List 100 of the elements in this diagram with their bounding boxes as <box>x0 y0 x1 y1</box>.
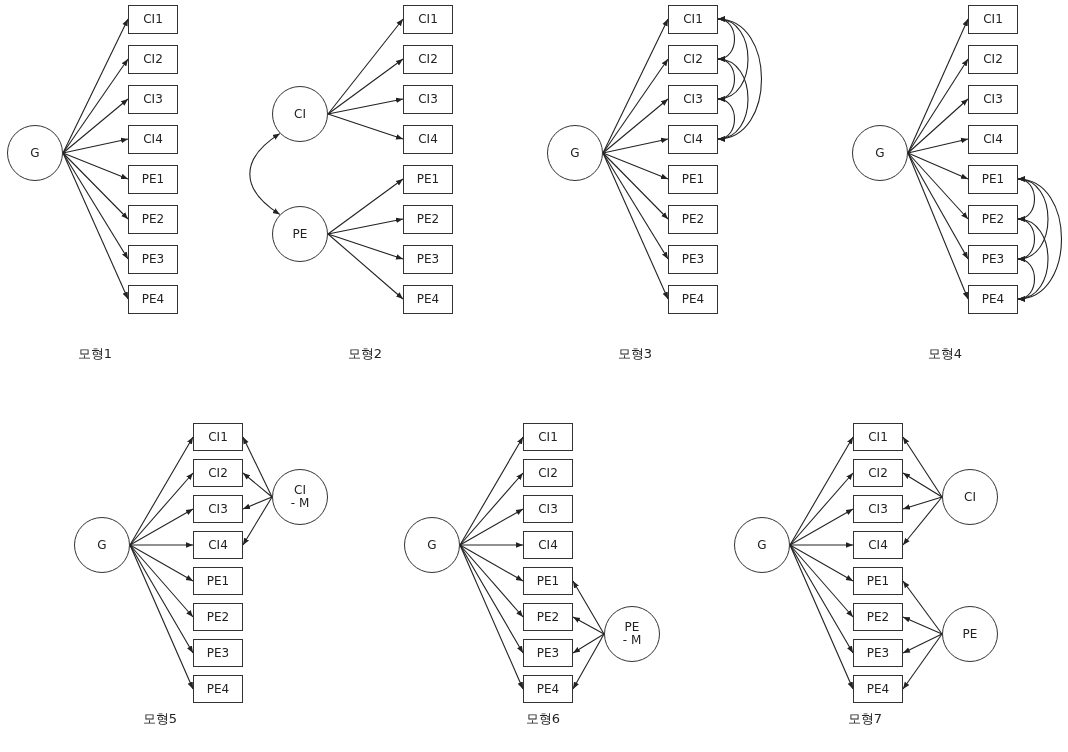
arrow <box>62 98 129 154</box>
arrow <box>602 152 669 180</box>
latent-circle: CI - M <box>272 469 328 525</box>
indicator-box: CI4 <box>668 124 718 154</box>
latent-circle: CI <box>942 469 998 525</box>
arrow <box>327 233 404 260</box>
arrow <box>129 544 194 654</box>
arrow <box>789 544 854 618</box>
arrow <box>907 58 969 154</box>
indicator-box: CI2 <box>403 44 453 74</box>
arrow <box>902 580 943 635</box>
covariance-arrow <box>717 17 749 101</box>
indicator-box: CI3 <box>403 84 453 114</box>
indicator-box: PE2 <box>128 204 178 234</box>
indicator-box: PE3 <box>523 639 573 667</box>
arrow <box>459 544 524 618</box>
arrow <box>572 616 605 635</box>
arrow <box>572 633 605 654</box>
arrow <box>327 58 404 115</box>
arrow <box>602 98 669 154</box>
arrow <box>902 436 943 498</box>
arrow <box>789 542 854 548</box>
covariance-arrow <box>1017 177 1049 261</box>
arrow <box>129 436 194 546</box>
indicator-box: PE1 <box>668 164 718 194</box>
indicator-box: PE4 <box>403 284 453 314</box>
indicator-box: CI2 <box>193 459 243 487</box>
indicator-box: CI3 <box>193 495 243 523</box>
arrow <box>789 544 854 582</box>
latent-circle: G <box>852 125 908 181</box>
arrow <box>62 58 129 154</box>
arrow <box>327 18 404 115</box>
indicator-box: PE3 <box>403 244 453 274</box>
arrow <box>459 544 524 654</box>
arrow <box>242 436 273 498</box>
arrow <box>602 152 669 220</box>
indicator-box: CI3 <box>128 84 178 114</box>
indicator-box: CI2 <box>668 44 718 74</box>
indicator-box: CI1 <box>403 4 453 34</box>
arrow <box>242 496 273 546</box>
arrow <box>129 508 194 546</box>
arrow <box>789 544 854 654</box>
indicator-box: CI4 <box>523 531 573 559</box>
indicator-box: PE3 <box>668 244 718 274</box>
indicator-box: PE4 <box>853 675 903 703</box>
indicator-box: CI1 <box>193 423 243 451</box>
arrow <box>129 472 194 546</box>
covariance-arrow <box>1017 217 1049 301</box>
indicator-box: CI1 <box>668 4 718 34</box>
arrow <box>907 152 969 180</box>
arrow <box>907 152 969 300</box>
indicator-box: CI1 <box>968 4 1018 34</box>
arrow <box>327 217 404 235</box>
indicator-box: CI1 <box>853 423 903 451</box>
indicator-box: PE1 <box>128 164 178 194</box>
indicator-box: CI4 <box>403 124 453 154</box>
arrow <box>327 178 404 235</box>
arrow <box>907 152 969 220</box>
arrow <box>789 436 854 546</box>
indicator-box: PE2 <box>523 603 573 631</box>
indicator-box: CI3 <box>668 84 718 114</box>
arrow <box>327 233 404 300</box>
indicator-box: CI2 <box>128 44 178 74</box>
model-label: 모형2 <box>347 345 383 363</box>
arrow <box>327 97 404 115</box>
indicator-box: PE4 <box>523 675 573 703</box>
indicator-box: PE2 <box>968 204 1018 234</box>
arrow <box>327 113 404 140</box>
indicator-box: CI4 <box>128 124 178 154</box>
arrow <box>572 580 605 635</box>
arrow <box>242 472 273 498</box>
arrow <box>902 496 943 510</box>
indicator-box: CI1 <box>128 4 178 34</box>
indicator-box: PE1 <box>523 567 573 595</box>
arrow <box>62 152 129 180</box>
arrow <box>602 152 669 260</box>
indicator-box: CI4 <box>193 531 243 559</box>
indicator-box: CI2 <box>853 459 903 487</box>
indicator-box: PE4 <box>668 284 718 314</box>
arrow <box>459 472 524 546</box>
indicator-box: PE3 <box>193 639 243 667</box>
arrow <box>902 633 943 654</box>
arrow <box>62 152 129 260</box>
arrow <box>789 472 854 546</box>
indicator-box: PE1 <box>403 164 453 194</box>
latent-circle: G <box>74 517 130 573</box>
indicator-box: PE2 <box>193 603 243 631</box>
indicator-box: CI4 <box>968 124 1018 154</box>
covariance-arrow <box>249 133 281 215</box>
indicator-box: CI3 <box>968 84 1018 114</box>
indicator-box: CI2 <box>523 459 573 487</box>
arrow <box>902 496 943 546</box>
arrow <box>907 18 969 154</box>
indicator-box: CI2 <box>968 44 1018 74</box>
indicator-box: PE4 <box>193 675 243 703</box>
indicator-box: CI4 <box>853 531 903 559</box>
arrow <box>602 58 669 154</box>
indicator-box: PE2 <box>403 204 453 234</box>
model-label: 모형4 <box>927 345 963 363</box>
latent-circle: PE <box>942 606 998 662</box>
